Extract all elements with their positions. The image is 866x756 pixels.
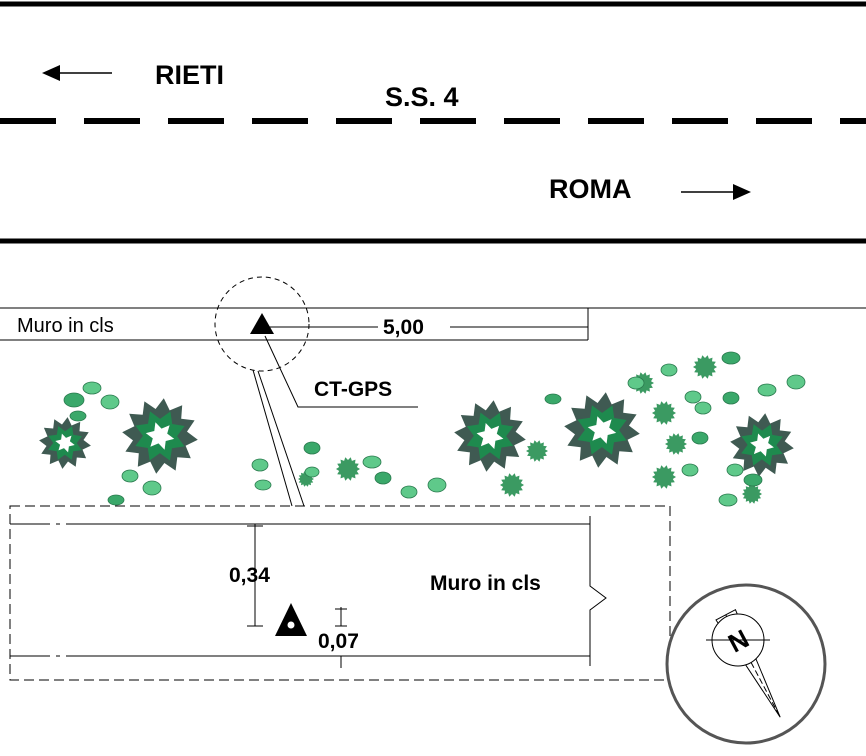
direction-rieti-label: RIETI <box>155 60 224 90</box>
shrub-icon <box>722 391 740 405</box>
station-label: CT-GPS <box>314 378 392 401</box>
arrow-right-icon <box>681 184 751 200</box>
offset-vertical-label: 0,34 <box>229 564 270 587</box>
shrub-icon <box>743 473 763 487</box>
shrub-icon <box>684 390 702 404</box>
bush-icon <box>500 473 524 497</box>
north-arrow: N <box>665 583 827 745</box>
tree-icon <box>122 398 198 474</box>
break-line <box>589 516 607 666</box>
bush-icon <box>665 433 687 455</box>
bush-icon <box>742 484 762 504</box>
station-top: CT-GPS <box>214 276 418 507</box>
tree-icon <box>454 400 526 472</box>
bush-icon <box>652 465 676 489</box>
detail-wall-label: Muro in cls <box>430 572 541 595</box>
bush-icon <box>693 355 717 379</box>
bush-icon <box>652 401 676 425</box>
detail-box: Muro in cls 0,34 0,07 <box>9 505 671 681</box>
tree-icon <box>39 417 91 469</box>
shrub-icon <box>362 455 382 469</box>
shrub-icon <box>427 477 447 493</box>
shrub-icon <box>63 392 85 408</box>
shrub-icon <box>544 393 562 405</box>
shrub-icon <box>69 410 87 422</box>
shrub-icon <box>721 351 741 365</box>
station-triangle-icon <box>250 313 274 334</box>
station-circle <box>214 276 310 372</box>
arrow-left-icon <box>42 65 112 81</box>
station-detail-icon <box>275 603 307 636</box>
shrub-icon <box>121 469 139 483</box>
shrub-icon <box>107 494 125 506</box>
bush-icon <box>336 457 360 481</box>
shrub-icon <box>660 363 678 377</box>
distance-label: 5,00 <box>383 316 424 339</box>
tree-icon <box>730 413 794 477</box>
tree-icon <box>564 392 640 468</box>
shrub-icon <box>303 441 321 455</box>
shrub-icon <box>691 431 709 445</box>
shrub-icon <box>254 479 272 491</box>
road: RIETI S.S. 4 ROMA <box>0 1 866 244</box>
shrub-icon <box>304 466 320 478</box>
offset-small-label: 0,07 <box>318 630 359 653</box>
bush-icon <box>526 440 548 462</box>
shrub-icon <box>82 381 102 395</box>
shrub-icon <box>757 383 777 397</box>
wall-top-label: Muro in cls <box>17 315 114 337</box>
shrub-icon <box>100 394 120 410</box>
shrub-icon <box>142 480 162 496</box>
shrub-icon <box>627 376 645 390</box>
shrub-icon <box>694 401 712 415</box>
shrub-icon <box>681 463 699 477</box>
shrub-icon <box>786 374 806 390</box>
shrub-icon <box>251 458 269 472</box>
vegetation <box>39 351 806 507</box>
shrub-icon <box>374 471 392 485</box>
shrub-icon <box>718 493 738 507</box>
shrub-icon <box>726 463 744 477</box>
direction-roma-label: ROMA <box>549 174 632 204</box>
wall-top: Muro in cls 5,00 <box>0 307 866 341</box>
road-name-label: S.S. 4 <box>385 82 459 112</box>
shrub-icon <box>400 485 418 499</box>
